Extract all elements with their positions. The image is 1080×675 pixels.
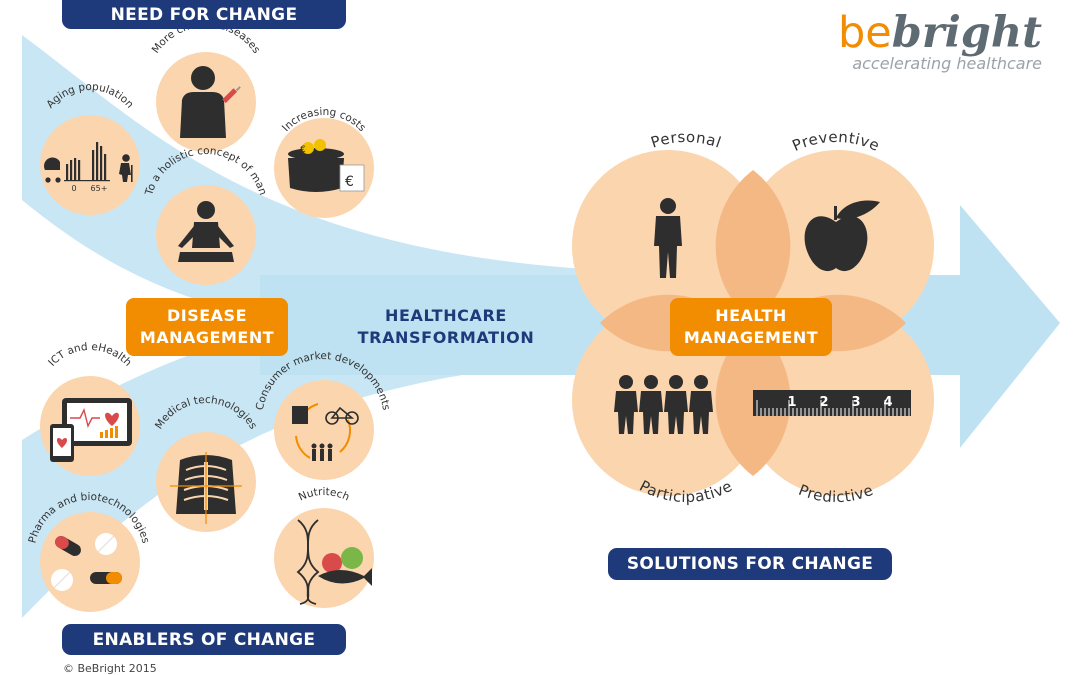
- patient-silhouette-icon: [180, 66, 226, 138]
- elderly-person-icon: [119, 154, 133, 182]
- logo-tagline: accelerating healthcare: [852, 54, 1042, 73]
- ruler-mark-2: 2: [819, 395, 828, 410]
- ict-ehealth-label: ICT and eHealth: [46, 341, 134, 369]
- health-management-box: HEALTH MANAGEMENT: [670, 298, 832, 356]
- svg-text:ICT and eHealth: ICT and eHealth: [46, 341, 134, 369]
- increasing-costs-circle: Increasing costs € €: [274, 106, 374, 218]
- ruler-icon: 1 2 3 4: [753, 390, 911, 416]
- personal-label: Personal: [649, 128, 724, 152]
- copyright-notice: © BeBright 2015: [63, 662, 157, 675]
- ict-ehealth-circle: ICT and eHealth: [40, 341, 140, 476]
- chronic-diseases-circle: More chronic diseases: [150, 18, 262, 152]
- healthcare-transformation-line1: HEALTHCARE: [385, 306, 507, 325]
- enabler-flow-band: [22, 299, 600, 618]
- meditating-person-icon: [178, 201, 234, 262]
- ruler-mark-4: 4: [883, 395, 892, 410]
- enablers-of-change-header: ENABLERS OF CHANGE: [62, 624, 346, 655]
- age-axis-zero: 0: [71, 184, 76, 193]
- tablet-heart-monitor-icon: [62, 398, 132, 446]
- population-bars-icon: [64, 142, 110, 182]
- fruit-fish-icon: [318, 547, 372, 586]
- health-management-line2: MANAGEMENT: [683, 328, 819, 347]
- ruler-mark-1: 1: [787, 395, 796, 410]
- disease-management-line2: MANAGEMENT: [139, 328, 275, 347]
- euro-symbol-large: €: [345, 174, 354, 190]
- disease-management-line1: DISEASE: [166, 306, 248, 325]
- nutritech-circle: Nutritech: [274, 486, 374, 608]
- overlap-top: [715, 170, 791, 322]
- logo-be: be: [838, 8, 892, 58]
- nutritech-label: Nutritech: [297, 486, 351, 504]
- money-pot-icon: € €: [288, 139, 365, 192]
- healthcare-transformation-label: HEALTHCARE TRANSFORMATION: [346, 305, 546, 349]
- solutions-for-change-header: SOLUTIONS FOR CHANGE: [608, 548, 892, 580]
- health-management-line1: HEALTH: [715, 306, 787, 325]
- disease-management-box: DISEASE MANAGEMENT: [126, 298, 288, 356]
- smartphone-heart-icon: [50, 424, 74, 462]
- baby-stroller-icon: [44, 157, 61, 183]
- healthcare-transformation-line2: TRANSFORMATION: [357, 328, 535, 347]
- group-of-people-icon: [614, 375, 713, 434]
- person-standing-icon: [654, 198, 682, 278]
- xray-ribcage-icon: [170, 452, 242, 524]
- building-icon: [292, 406, 308, 424]
- age-axis-65: 65+: [91, 184, 108, 193]
- logo-wordmark: bebright: [838, 8, 1042, 58]
- need-for-change-header: NEED FOR CHANGE: [62, 0, 346, 29]
- bicycle-icon: [325, 406, 359, 425]
- pills-icon: [51, 533, 122, 591]
- family-icon: [311, 443, 333, 461]
- bebright-logo: bebright accelerating healthcare: [838, 8, 1042, 73]
- ruler-mark-3: 3: [851, 395, 860, 410]
- svg-text:Nutritech: Nutritech: [297, 486, 351, 504]
- logo-bright: bright: [891, 8, 1042, 58]
- syringe-icon: [222, 86, 241, 104]
- dna-helix-icon: [296, 519, 320, 605]
- euro-symbol-small: €: [300, 145, 306, 155]
- svg-text:Personal: Personal: [649, 128, 724, 152]
- apple-icon: [804, 200, 880, 272]
